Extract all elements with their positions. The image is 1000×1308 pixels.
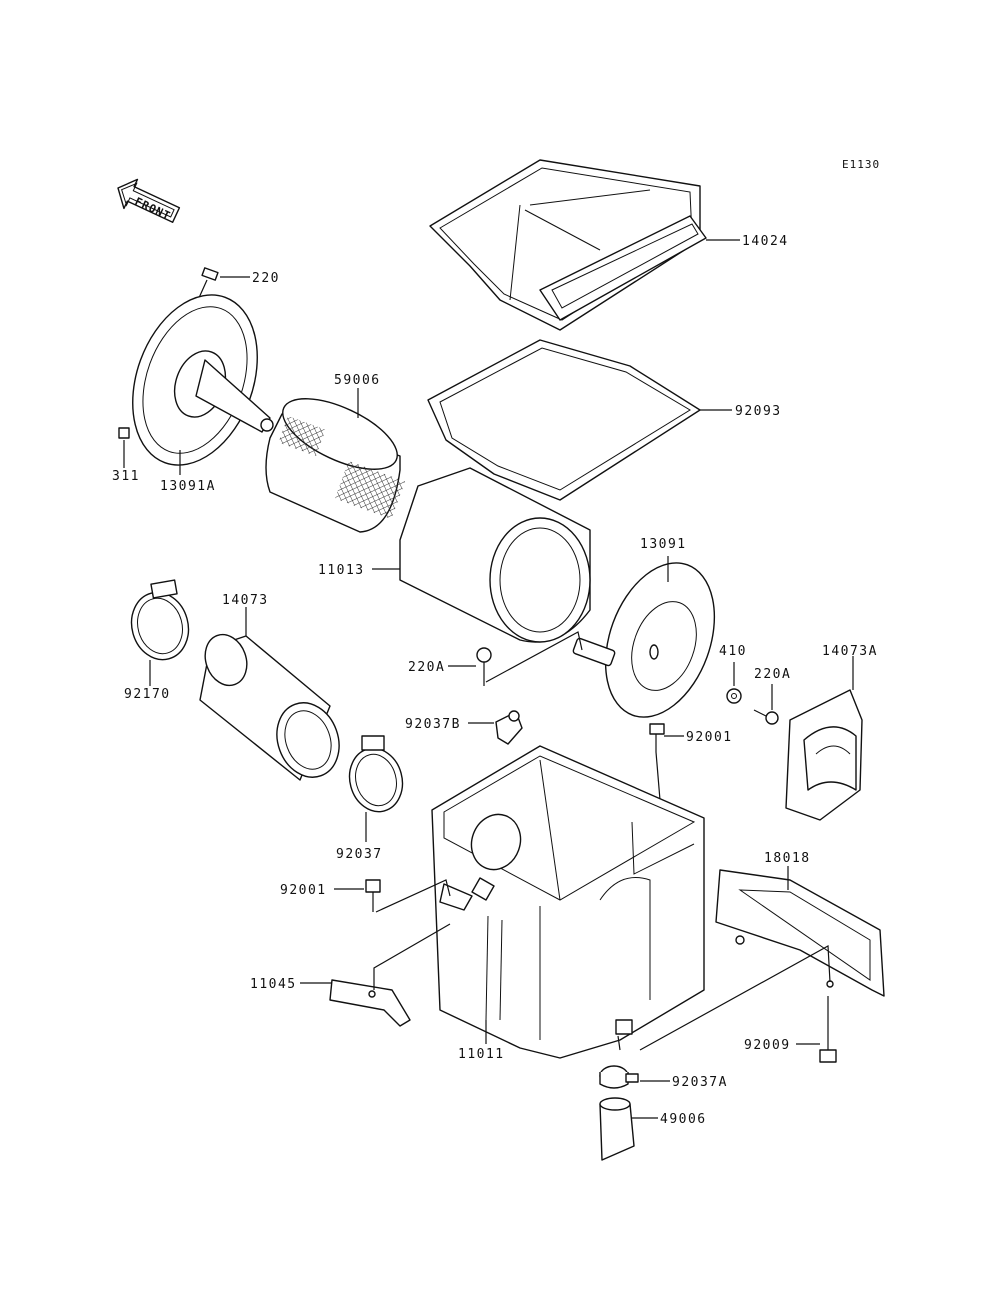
part-label-92037: 92037	[336, 847, 383, 862]
part-label-11011: 11011	[458, 1047, 505, 1062]
air-box-lid	[429, 159, 707, 331]
part-label-92037B: 92037B	[405, 717, 461, 732]
bolt-92001-upper	[649, 723, 665, 801]
filter-cap	[572, 562, 716, 718]
part-label-410: 410	[719, 644, 747, 659]
hose-clamp-92037	[348, 735, 404, 813]
intake-cover	[132, 294, 274, 466]
leader-v-220A	[485, 631, 583, 683]
grommet-311	[118, 427, 130, 439]
part-label-59006: 59006	[334, 373, 381, 388]
leader-drain-link	[617, 1035, 621, 1051]
drain-tube	[599, 1097, 635, 1161]
part-label-92093: 92093	[735, 404, 782, 419]
intake-duct-right	[785, 689, 863, 821]
part-label-14073A: 14073A	[822, 644, 878, 659]
part-label-14024: 14024	[742, 234, 789, 249]
intake-boot	[199, 633, 340, 781]
part-label-92009: 92009	[744, 1038, 791, 1053]
part-label-220: 220	[252, 271, 280, 286]
hose-clamp-92037A	[599, 1065, 639, 1089]
filter-mesh-sleeve	[265, 398, 406, 533]
part-label-220A-left: 220A	[408, 660, 445, 675]
diagram-code: E1130	[842, 158, 880, 171]
leader-v-11045	[373, 923, 451, 990]
mounting-bracket	[329, 979, 411, 1027]
drain-tray	[715, 869, 885, 997]
screw-220A-left	[476, 647, 492, 686]
part-label-49006: 49006	[660, 1112, 707, 1127]
part-label-92001-upper: 92001	[686, 730, 733, 745]
bolt-92001-lower	[365, 879, 381, 912]
hose-clamp-92170	[130, 579, 190, 661]
part-label-13091: 13091	[640, 537, 687, 552]
part-label-311: 311	[112, 469, 140, 484]
lid-gasket	[427, 339, 701, 501]
leader-v-92001-lower	[375, 879, 451, 913]
part-label-92170: 92170	[124, 687, 171, 702]
screw-220A-right	[753, 709, 779, 725]
part-label-11013: 11013	[318, 563, 365, 578]
part-label-220A-right: 220A	[754, 667, 791, 682]
part-label-18018: 18018	[764, 851, 811, 866]
part-label-92001-lower: 92001	[280, 883, 327, 898]
part-label-13091A: 13091A	[160, 479, 216, 494]
part-label-11045: 11045	[250, 977, 297, 992]
part-label-14073: 14073	[222, 593, 269, 608]
part-label-92037A: 92037A	[672, 1075, 728, 1090]
leader-92009-link	[639, 945, 831, 1051]
washer-410	[726, 688, 742, 704]
front-arrow-icon	[117, 178, 181, 223]
clip-92037B	[495, 710, 523, 745]
air-filter-element	[399, 467, 591, 643]
screw-92009	[819, 996, 837, 1063]
air-box-housing	[431, 745, 705, 1059]
